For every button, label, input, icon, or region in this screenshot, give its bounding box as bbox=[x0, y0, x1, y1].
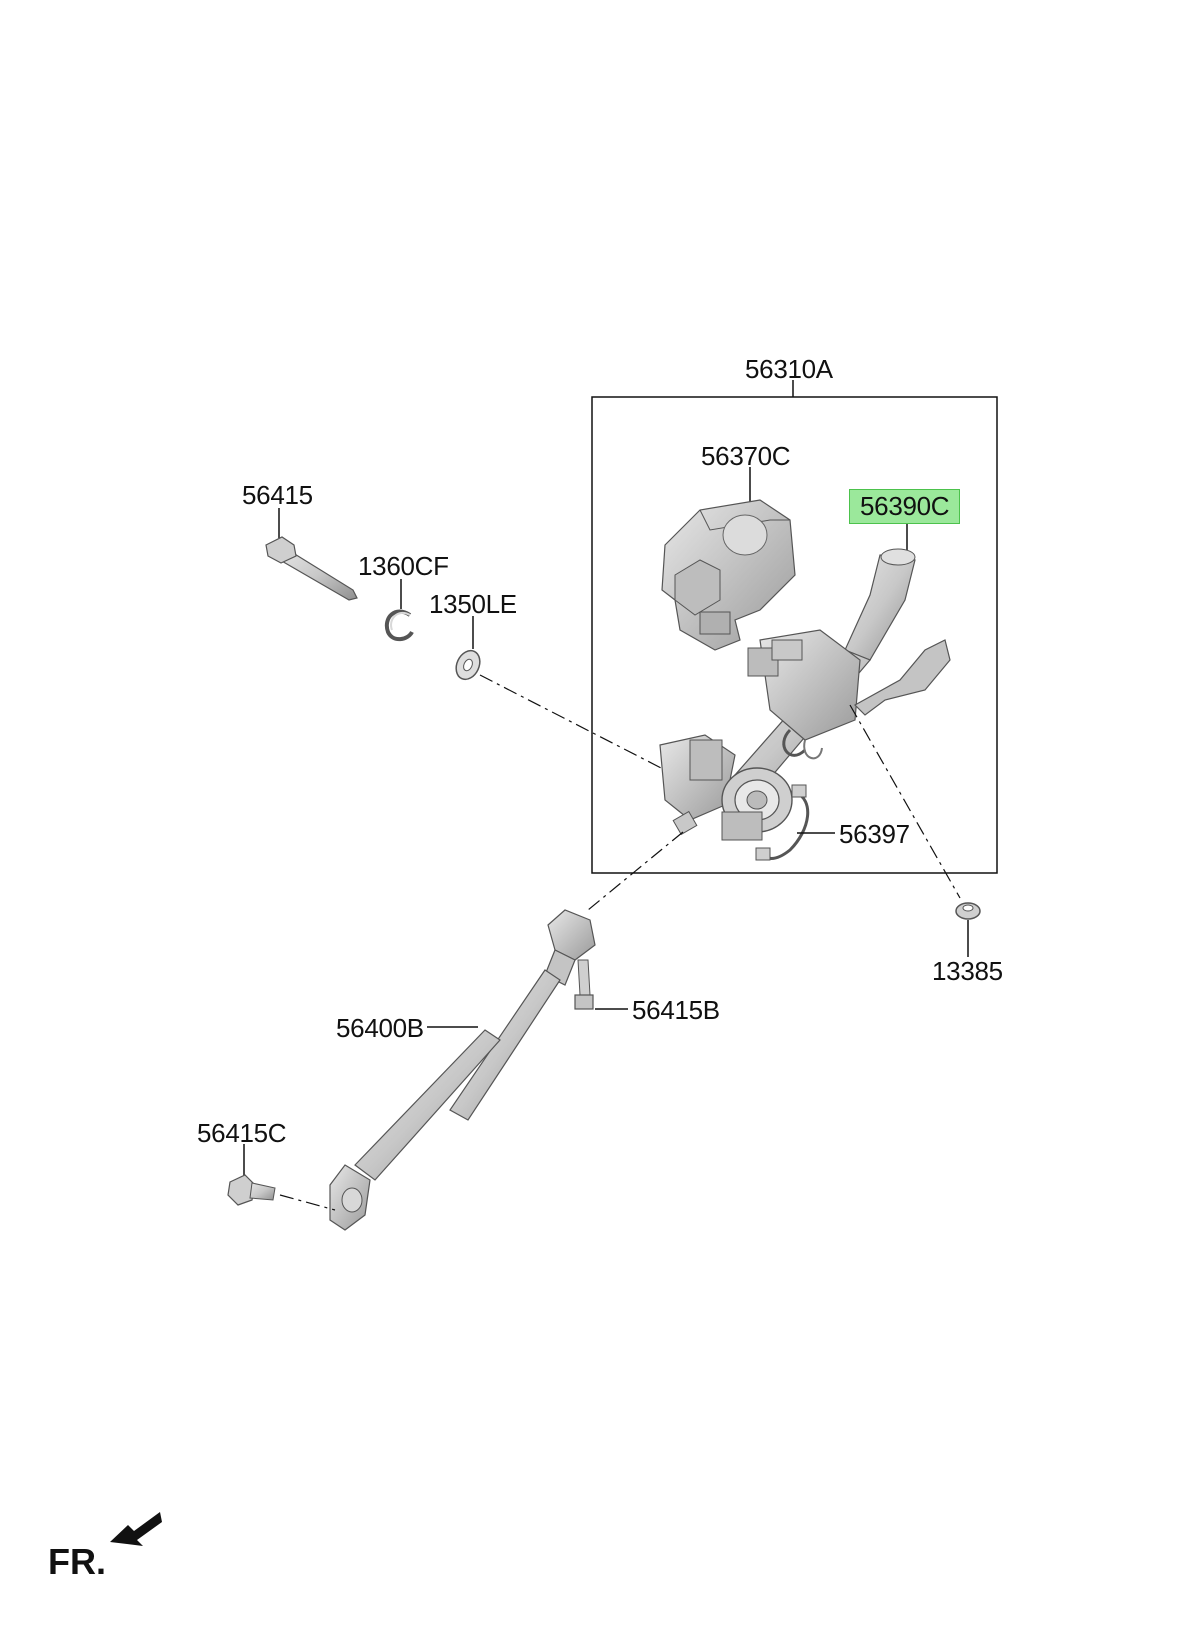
part-label-56310A[interactable]: 56310A bbox=[745, 354, 833, 384]
bolt-drawing bbox=[265, 508, 358, 601]
part-label-56415[interactable]: 56415 bbox=[242, 480, 313, 510]
joint-bolt-b-drawing bbox=[574, 959, 628, 1010]
part-label-56415B[interactable]: 56415B bbox=[632, 995, 720, 1025]
joint-bolt-c-drawing bbox=[227, 1144, 336, 1211]
washer-drawing bbox=[455, 616, 666, 771]
part-label-13385[interactable]: 13385 bbox=[932, 956, 1003, 986]
front-direction-label: FR. bbox=[48, 1541, 106, 1582]
part-label-56400B[interactable]: 56400B bbox=[336, 1013, 424, 1043]
part-label-56370C[interactable]: 56370C bbox=[701, 441, 791, 471]
cable-drawing bbox=[755, 784, 835, 861]
part-label-56397[interactable]: 56397 bbox=[839, 819, 910, 849]
part-label-56390C-highlighted[interactable]: 56390C bbox=[849, 489, 961, 524]
nut-drawing bbox=[849, 704, 981, 957]
ecu-unit-drawing bbox=[661, 467, 796, 651]
clip-drawing bbox=[384, 579, 414, 642]
front-direction-arrow-icon bbox=[110, 1512, 162, 1546]
assembly-frame bbox=[591, 380, 998, 874]
part-label-56415C[interactable]: 56415C bbox=[197, 1118, 287, 1148]
steering-column-drawing bbox=[659, 548, 951, 841]
part-label-1360CF[interactable]: 1360CF bbox=[358, 551, 449, 581]
intermediate-shaft-drawing bbox=[329, 831, 684, 1231]
part-label-1350LE[interactable]: 1350LE bbox=[429, 589, 517, 619]
